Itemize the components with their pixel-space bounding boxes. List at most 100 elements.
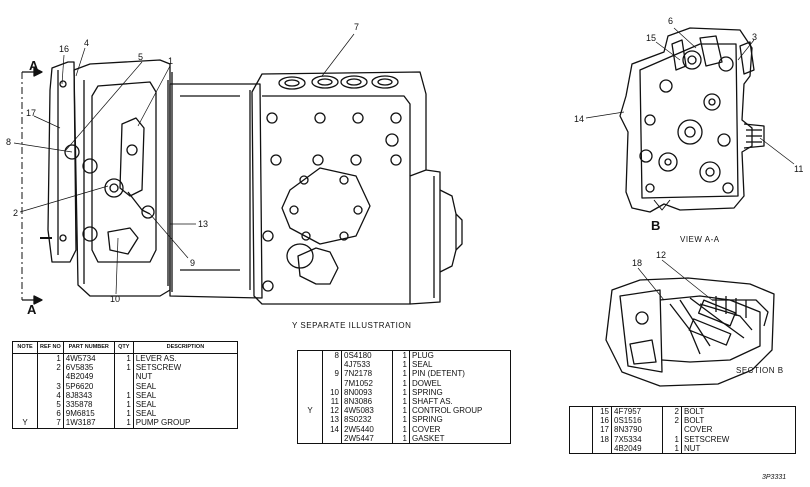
callout-8: 8: [6, 137, 11, 147]
description-cell: SPRING: [412, 415, 443, 425]
qty-cell: 1: [662, 443, 682, 454]
description-cell: SEAL: [135, 390, 157, 400]
description-cell: COVER: [684, 425, 713, 435]
callout-b: B: [651, 218, 660, 233]
note-cell: [297, 415, 323, 425]
callout-3: 3: [752, 32, 757, 42]
note-cell: [297, 387, 323, 398]
note-cell: [12, 409, 38, 419]
qty-cell: 1: [392, 397, 410, 407]
col-ref-no: REF NO: [37, 341, 64, 354]
note-cell: [12, 390, 38, 401]
part-number-cell: 8S0232: [341, 415, 393, 425]
callout-7: 7: [354, 22, 359, 32]
ref-no-cell: 15: [592, 406, 612, 417]
ref-no-cell: 18: [592, 434, 612, 444]
qty-cell: 1: [114, 400, 134, 410]
ref-no-cell: 9: [322, 369, 342, 379]
col-description: DESCRIPTION: [133, 341, 238, 354]
ref-no-cell: [322, 433, 342, 444]
part-number-cell: 0S1516: [611, 416, 663, 426]
section-a-top-label: A: [29, 58, 39, 73]
qty-cell: 1: [114, 409, 134, 419]
note-cell: [12, 363, 38, 373]
note-cell: [12, 381, 38, 391]
ref-no-cell: 16: [592, 416, 612, 426]
view-a-a-caption: VIEW A-A: [680, 235, 720, 244]
qty-cell: 1: [392, 350, 410, 361]
view-a-a-drawing: [619, 27, 765, 213]
ref-no-cell: [37, 372, 64, 382]
part-number-cell: 6V5835: [63, 363, 115, 373]
description-cell: BOLT: [684, 416, 705, 426]
description-cell: PLUG: [412, 351, 434, 360]
description-cell: SEAL: [135, 409, 157, 419]
callout-4: 4: [84, 38, 89, 48]
description-cell: SPRING: [412, 387, 443, 397]
ref-no-cell: 13: [322, 415, 342, 425]
note-cell: [569, 434, 593, 444]
note-cell: [297, 378, 323, 388]
description-cell: GASKET: [412, 433, 445, 443]
description-cell: SEAL: [412, 360, 433, 370]
qty-cell: 1: [662, 434, 682, 444]
description-cell: COVER: [412, 424, 441, 434]
callout-13: 13: [198, 219, 208, 229]
description-cell: DOWEL: [412, 378, 442, 388]
part-number-cell: 7N2178: [341, 369, 393, 379]
callout-15: 15: [646, 33, 656, 43]
section-b-caption: SECTION B: [736, 366, 784, 375]
qty-cell: 1: [392, 406, 410, 416]
ref-no-cell: 8: [322, 350, 342, 361]
callout-17: 17: [26, 108, 36, 118]
part-number-cell: 2W5440: [341, 424, 393, 434]
part-number-cell: 4B2049: [63, 372, 115, 382]
callout-6: 6: [668, 16, 673, 26]
callout-18: 18: [632, 258, 642, 268]
qty-cell: 1: [114, 363, 134, 373]
description-cell: NUT: [684, 443, 701, 453]
part-number-cell: 7M1052: [341, 378, 393, 388]
callout-11: 11: [794, 164, 803, 174]
part-number-cell: 5P6620: [63, 381, 115, 391]
qty-cell: 1: [392, 378, 410, 388]
description-cell: CONTROL GROUP: [412, 406, 483, 416]
part-number-cell: 7X5334: [611, 434, 663, 444]
part-number-cell: 0S4180: [341, 350, 393, 361]
qty-cell: 1: [392, 360, 410, 370]
col-part-number: PART NUMBER: [63, 341, 115, 354]
callout-14: 14: [574, 114, 584, 124]
leader-lines-section-b: [637, 259, 713, 301]
part-number-cell: 4J7533: [341, 360, 393, 370]
qty-cell: [114, 381, 134, 391]
note-cell: [569, 443, 593, 454]
description-cell: PIN (DETENT): [412, 369, 465, 379]
parts-table-1: NOTE REF NO PART NUMBER QTY DESCRIPTION …: [12, 341, 238, 429]
part-number-cell: 1W3187: [63, 418, 115, 429]
part-number-cell: 8N3790: [611, 425, 663, 435]
leader-lines-view-a: [585, 27, 795, 165]
col-qty: QTY: [114, 341, 134, 354]
table-header-row: NOTE REF NO PART NUMBER QTY DESCRIPTION: [12, 341, 238, 354]
note-cell: [297, 424, 323, 434]
ref-no-cell: [322, 378, 342, 388]
ref-no-cell: 5: [37, 400, 64, 410]
ref-no-cell: 17: [592, 425, 612, 435]
qty-cell: 1: [114, 353, 134, 364]
part-number-cell: 4B2049: [611, 443, 663, 454]
ref-no-cell: 3: [37, 381, 64, 391]
ref-no-cell: 12: [322, 406, 342, 416]
fuel-pump-main-view: [21, 59, 463, 305]
col-note: NOTE: [12, 341, 38, 354]
